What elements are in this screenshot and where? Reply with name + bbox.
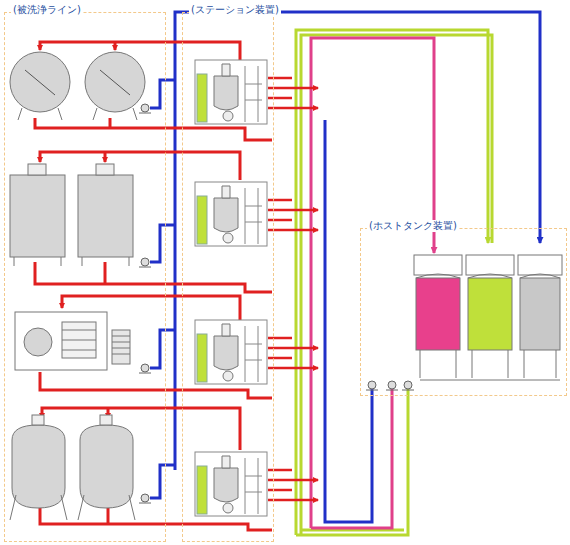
drawing-stroke bbox=[366, 390, 378, 391]
region-box: (ホストタンク装置) bbox=[360, 228, 567, 396]
drawing-stroke bbox=[195, 60, 267, 124]
drawing-stroke bbox=[214, 468, 238, 502]
drawing-stroke bbox=[268, 357, 292, 360]
pump-symbol bbox=[139, 494, 151, 503]
drawing-stroke bbox=[197, 334, 207, 382]
drawing-stroke bbox=[268, 469, 292, 472]
drawing-stroke bbox=[388, 381, 396, 389]
region-box: (ステーション装置) bbox=[182, 12, 274, 542]
drawing-stroke bbox=[139, 373, 151, 374]
drawing-stroke bbox=[222, 324, 230, 336]
drawing-stroke bbox=[268, 97, 292, 100]
region-heading: (被洗浄ライン) bbox=[11, 4, 83, 16]
drawing-stroke bbox=[195, 452, 267, 516]
region-heading: (ステーション装置) bbox=[189, 4, 281, 16]
drawing-stroke bbox=[268, 107, 318, 110]
drawing-stroke bbox=[268, 489, 292, 492]
drawing-stroke bbox=[214, 76, 238, 110]
drawing-stroke bbox=[223, 233, 233, 243]
drawing-stroke bbox=[141, 104, 149, 112]
drawing-stroke bbox=[268, 337, 292, 340]
drawing-stroke bbox=[268, 499, 318, 502]
drawing-stroke bbox=[222, 186, 230, 198]
drawing-stroke bbox=[404, 381, 412, 389]
drawing-stroke bbox=[268, 367, 318, 370]
pump-symbol bbox=[139, 258, 151, 267]
station-unit bbox=[195, 60, 318, 124]
drawing-stroke bbox=[245, 458, 262, 514]
drawing-stroke bbox=[368, 381, 376, 389]
drawing-stroke bbox=[268, 347, 318, 350]
pump-symbol bbox=[402, 381, 414, 390]
drawing-stroke bbox=[139, 267, 151, 268]
station-unit bbox=[195, 182, 318, 246]
drawing-stroke bbox=[139, 113, 151, 114]
pump-symbol bbox=[139, 364, 151, 373]
pump-symbol bbox=[366, 381, 378, 390]
drawing-stroke bbox=[268, 209, 318, 212]
drawing-stroke bbox=[402, 390, 414, 391]
drawing-stroke bbox=[141, 494, 149, 502]
drawing-stroke bbox=[141, 258, 149, 266]
drawing-stroke bbox=[245, 188, 262, 244]
drawing-stroke bbox=[223, 371, 233, 381]
station-unit bbox=[195, 452, 318, 516]
drawing-stroke bbox=[223, 503, 233, 513]
drawing-stroke bbox=[386, 390, 398, 391]
drawing-stroke bbox=[197, 196, 207, 244]
pump-symbol bbox=[386, 381, 398, 390]
drawing-stroke bbox=[268, 229, 318, 232]
drawing-stroke bbox=[141, 364, 149, 372]
drawing-stroke bbox=[197, 466, 207, 514]
pump-symbol bbox=[139, 104, 151, 113]
drawing-stroke bbox=[268, 199, 292, 202]
drawing-stroke bbox=[214, 336, 238, 370]
drawing-stroke bbox=[222, 456, 230, 468]
region-heading: (ホストタンク装置) bbox=[367, 220, 459, 232]
drawing-stroke bbox=[268, 479, 318, 482]
drawing-stroke bbox=[245, 66, 262, 122]
drawing-stroke bbox=[268, 87, 318, 90]
drawing-stroke bbox=[222, 64, 230, 76]
drawing-stroke bbox=[214, 198, 238, 232]
drawing-stroke bbox=[245, 326, 262, 382]
region-box: (被洗浄ライン) bbox=[4, 12, 166, 542]
station-unit bbox=[195, 320, 318, 384]
drawing-stroke bbox=[268, 77, 292, 80]
drawing-stroke bbox=[195, 320, 267, 384]
drawing-stroke bbox=[223, 111, 233, 121]
drawing-stroke bbox=[195, 182, 267, 246]
drawing-stroke bbox=[197, 74, 207, 122]
drawing-stroke bbox=[268, 219, 292, 222]
drawing-stroke bbox=[139, 503, 151, 504]
